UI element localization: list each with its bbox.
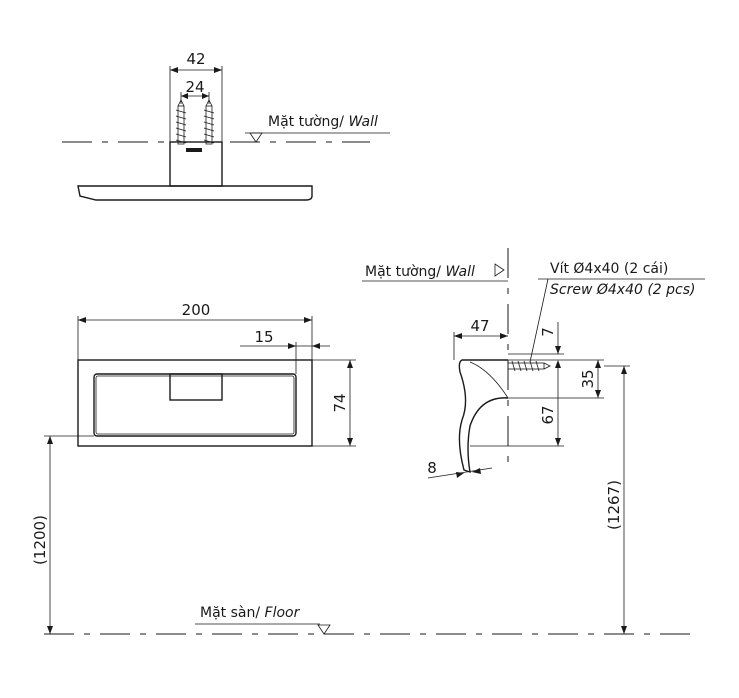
side-dim-47: 47 xyxy=(470,317,489,335)
top-dim-42: 42 xyxy=(186,50,205,68)
floor: Mặt sàn/ Floor xyxy=(44,605,690,635)
top-stem-slot xyxy=(186,148,202,152)
front-outer-plate xyxy=(77,359,313,447)
front-dim-15: 15 xyxy=(254,328,273,346)
top-screw-right xyxy=(203,99,215,145)
top-view: Mặt tường/ Wall 42 24 xyxy=(62,50,390,201)
front-stem-block xyxy=(169,373,223,401)
side-dim-1267: (1267) xyxy=(605,480,623,530)
front-dim-200: 200 xyxy=(182,301,211,319)
side-wall-label: Mặt tường/ Wall xyxy=(365,264,475,280)
top-screw-left xyxy=(175,99,187,145)
side-bracket-profile xyxy=(458,359,509,474)
front-view: 200 15 74 (1200) xyxy=(31,301,356,634)
side-dim-67: 67 xyxy=(539,405,557,424)
front-inner-frame xyxy=(93,373,297,437)
side-screw xyxy=(507,360,551,372)
top-stem-block xyxy=(169,141,223,187)
top-base-plate xyxy=(77,185,313,201)
side-wall-marker xyxy=(494,263,505,277)
front-dim-74: 74 xyxy=(331,393,349,412)
floor-marker xyxy=(317,624,331,635)
side-dim-7: 7 xyxy=(539,327,557,337)
screw-label-en: Screw Ø4x40 (2 pcs) xyxy=(550,282,696,298)
top-wall-marker xyxy=(249,132,263,143)
top-dim-24: 24 xyxy=(185,78,204,96)
side-view: Mặt tường/ Wall Vít Ø4x40 (2 cái) Screw … xyxy=(362,248,705,634)
floor-label: Mặt sàn/ Floor xyxy=(200,605,301,621)
top-wall-label: Mặt tường/ Wall xyxy=(268,114,378,130)
screw-label-vi: Vít Ø4x40 (2 cái) xyxy=(550,261,668,277)
front-dim-1200: (1200) xyxy=(31,515,49,565)
screw-leader xyxy=(529,278,549,363)
side-dim-35: 35 xyxy=(579,369,597,388)
side-dim-8: 8 xyxy=(427,459,437,477)
